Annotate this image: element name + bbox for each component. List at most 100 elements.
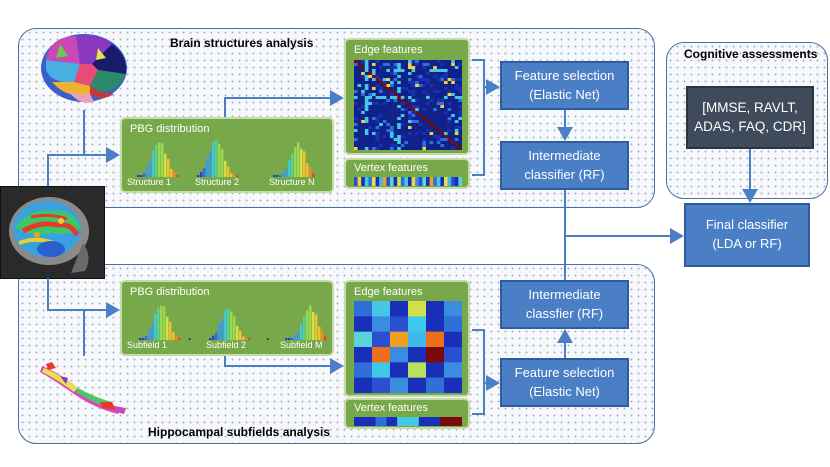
brain-edge-cell xyxy=(375,99,380,103)
brain-edge-cell xyxy=(382,111,387,115)
brain-edge-cell xyxy=(382,141,387,145)
brain-edge-cell xyxy=(368,135,373,139)
brain-edge-cell xyxy=(426,120,430,124)
brain-edge-cell xyxy=(433,144,437,148)
brain-edge-cell xyxy=(375,114,380,118)
brain-edge-cell xyxy=(375,120,380,124)
brain-edge-cell xyxy=(429,123,434,127)
brain-edge-cell xyxy=(357,114,362,118)
brain-edge-cell xyxy=(415,135,419,139)
brain-structure-n-bar xyxy=(291,152,294,177)
brain-edge-cell xyxy=(390,69,394,73)
brain-edge-cell xyxy=(411,75,416,79)
brain-edge-cell xyxy=(397,84,401,88)
brain-edge-cell xyxy=(386,72,391,76)
cognitive-line2: ADAS, FAQ, CDR] xyxy=(694,118,806,134)
hippo-vertex-cell xyxy=(440,417,452,426)
brain-edge-cell xyxy=(408,90,412,94)
brain-edge-cell xyxy=(368,72,373,76)
brain-edge-cell xyxy=(411,147,416,150)
brain-edge-cell xyxy=(393,81,398,85)
brain-pbg-label-structure-2: Structure 2 xyxy=(195,177,240,187)
brain-edge-cell xyxy=(372,75,376,79)
hippo-subfield-2-bar xyxy=(230,311,233,340)
hippo-edge-cell xyxy=(372,331,391,348)
brain-edge-cell xyxy=(422,75,427,79)
brain-edge-cell xyxy=(422,63,427,67)
brain-edge-cell xyxy=(426,147,430,150)
brain-edge-cell xyxy=(436,63,441,67)
brain-edge-cell xyxy=(390,114,394,118)
brain-structure-2-bar xyxy=(200,171,203,177)
brain-edge-cell xyxy=(368,117,373,121)
brain-edge-cell xyxy=(411,105,416,109)
brain-edge-cell xyxy=(368,78,373,82)
brain-edge-cell xyxy=(415,120,419,124)
brain-edge-cell xyxy=(361,90,365,94)
brain-edge-cell xyxy=(372,138,376,142)
brain-structure-1-bar xyxy=(149,161,152,177)
brain-edge-cell xyxy=(379,78,383,82)
brain-edge-cell xyxy=(372,63,376,67)
brain-edge-cell xyxy=(440,117,445,121)
brain-edge-cell xyxy=(444,78,448,82)
brain-edge-cell xyxy=(429,60,434,64)
brain-edge-cell xyxy=(426,66,430,70)
brain-edge-cell xyxy=(433,84,437,88)
brain-edge-cell xyxy=(397,114,401,118)
brain-edge-cell xyxy=(397,66,401,70)
brain-edge-cell xyxy=(429,102,434,106)
hippo-edge-cell xyxy=(372,347,391,363)
brain-edge-cell xyxy=(408,63,412,67)
brain-edge-cell xyxy=(444,141,448,145)
hippo-edge-cell xyxy=(372,301,391,317)
brain-edge-cell xyxy=(458,120,462,124)
brain-edge-cell xyxy=(454,129,459,133)
brain-edge-cell xyxy=(440,60,445,64)
brain-edge-cell xyxy=(397,129,401,133)
brain-edge-cell xyxy=(454,102,459,106)
final-classifier-box: Final classifier (LDA or RF) xyxy=(684,203,810,267)
brain-edge-cell xyxy=(397,132,401,136)
brain-edge-cell xyxy=(354,120,358,124)
brain-edge-cell xyxy=(408,132,412,136)
hippo-vertex-cell xyxy=(354,417,365,426)
hippo-subfield-m-bar xyxy=(318,326,321,340)
brain-edge-cell xyxy=(397,96,401,100)
hippo-vertex-strip xyxy=(354,417,462,426)
brain-edge-cell xyxy=(408,135,412,139)
brain-edge-cell xyxy=(386,75,391,79)
brain-edge-cell xyxy=(415,141,419,145)
hippo-subfield-m-bar xyxy=(294,335,297,340)
brain-edge-cell xyxy=(454,84,459,88)
brain-edge-cell xyxy=(440,132,445,136)
brain-edge-cell xyxy=(411,96,416,100)
brain-edge-cell xyxy=(458,141,462,145)
brain-edge-cell xyxy=(418,141,423,145)
brain-structure-n-bar xyxy=(294,146,297,177)
brain-edge-cell xyxy=(404,90,409,94)
brain-edge-cell xyxy=(440,105,445,109)
brain-edge-cell xyxy=(451,126,455,130)
brain-edge-cell xyxy=(436,129,441,133)
brain-edge-cell xyxy=(447,90,452,94)
brain-structure-n-bar xyxy=(282,172,285,177)
brain-edge-cell xyxy=(382,90,387,94)
hippo-subfield-m-bar xyxy=(321,330,324,340)
brain-edge-cell xyxy=(400,87,405,91)
brain-edge-cell xyxy=(454,117,459,121)
hippo-subfield-1-bar xyxy=(175,335,178,340)
brain-edge-cell xyxy=(426,90,430,94)
brain-edge-cell xyxy=(386,93,391,97)
hippo-subfield-1-bar xyxy=(166,316,169,340)
hippo-subfield-m-bar xyxy=(297,331,300,340)
hippo-subfield-2-bar xyxy=(239,330,242,340)
brain-edge-cell xyxy=(444,69,448,73)
brain-edge-cell xyxy=(364,132,369,136)
brain-edge-cell xyxy=(429,108,434,112)
brain-edge-cell xyxy=(411,111,416,115)
brain-edge-cell xyxy=(390,102,394,106)
brain-edge-cell xyxy=(397,135,401,139)
hippo-edge-cell xyxy=(426,362,445,378)
brain-edge-cell xyxy=(451,96,455,100)
